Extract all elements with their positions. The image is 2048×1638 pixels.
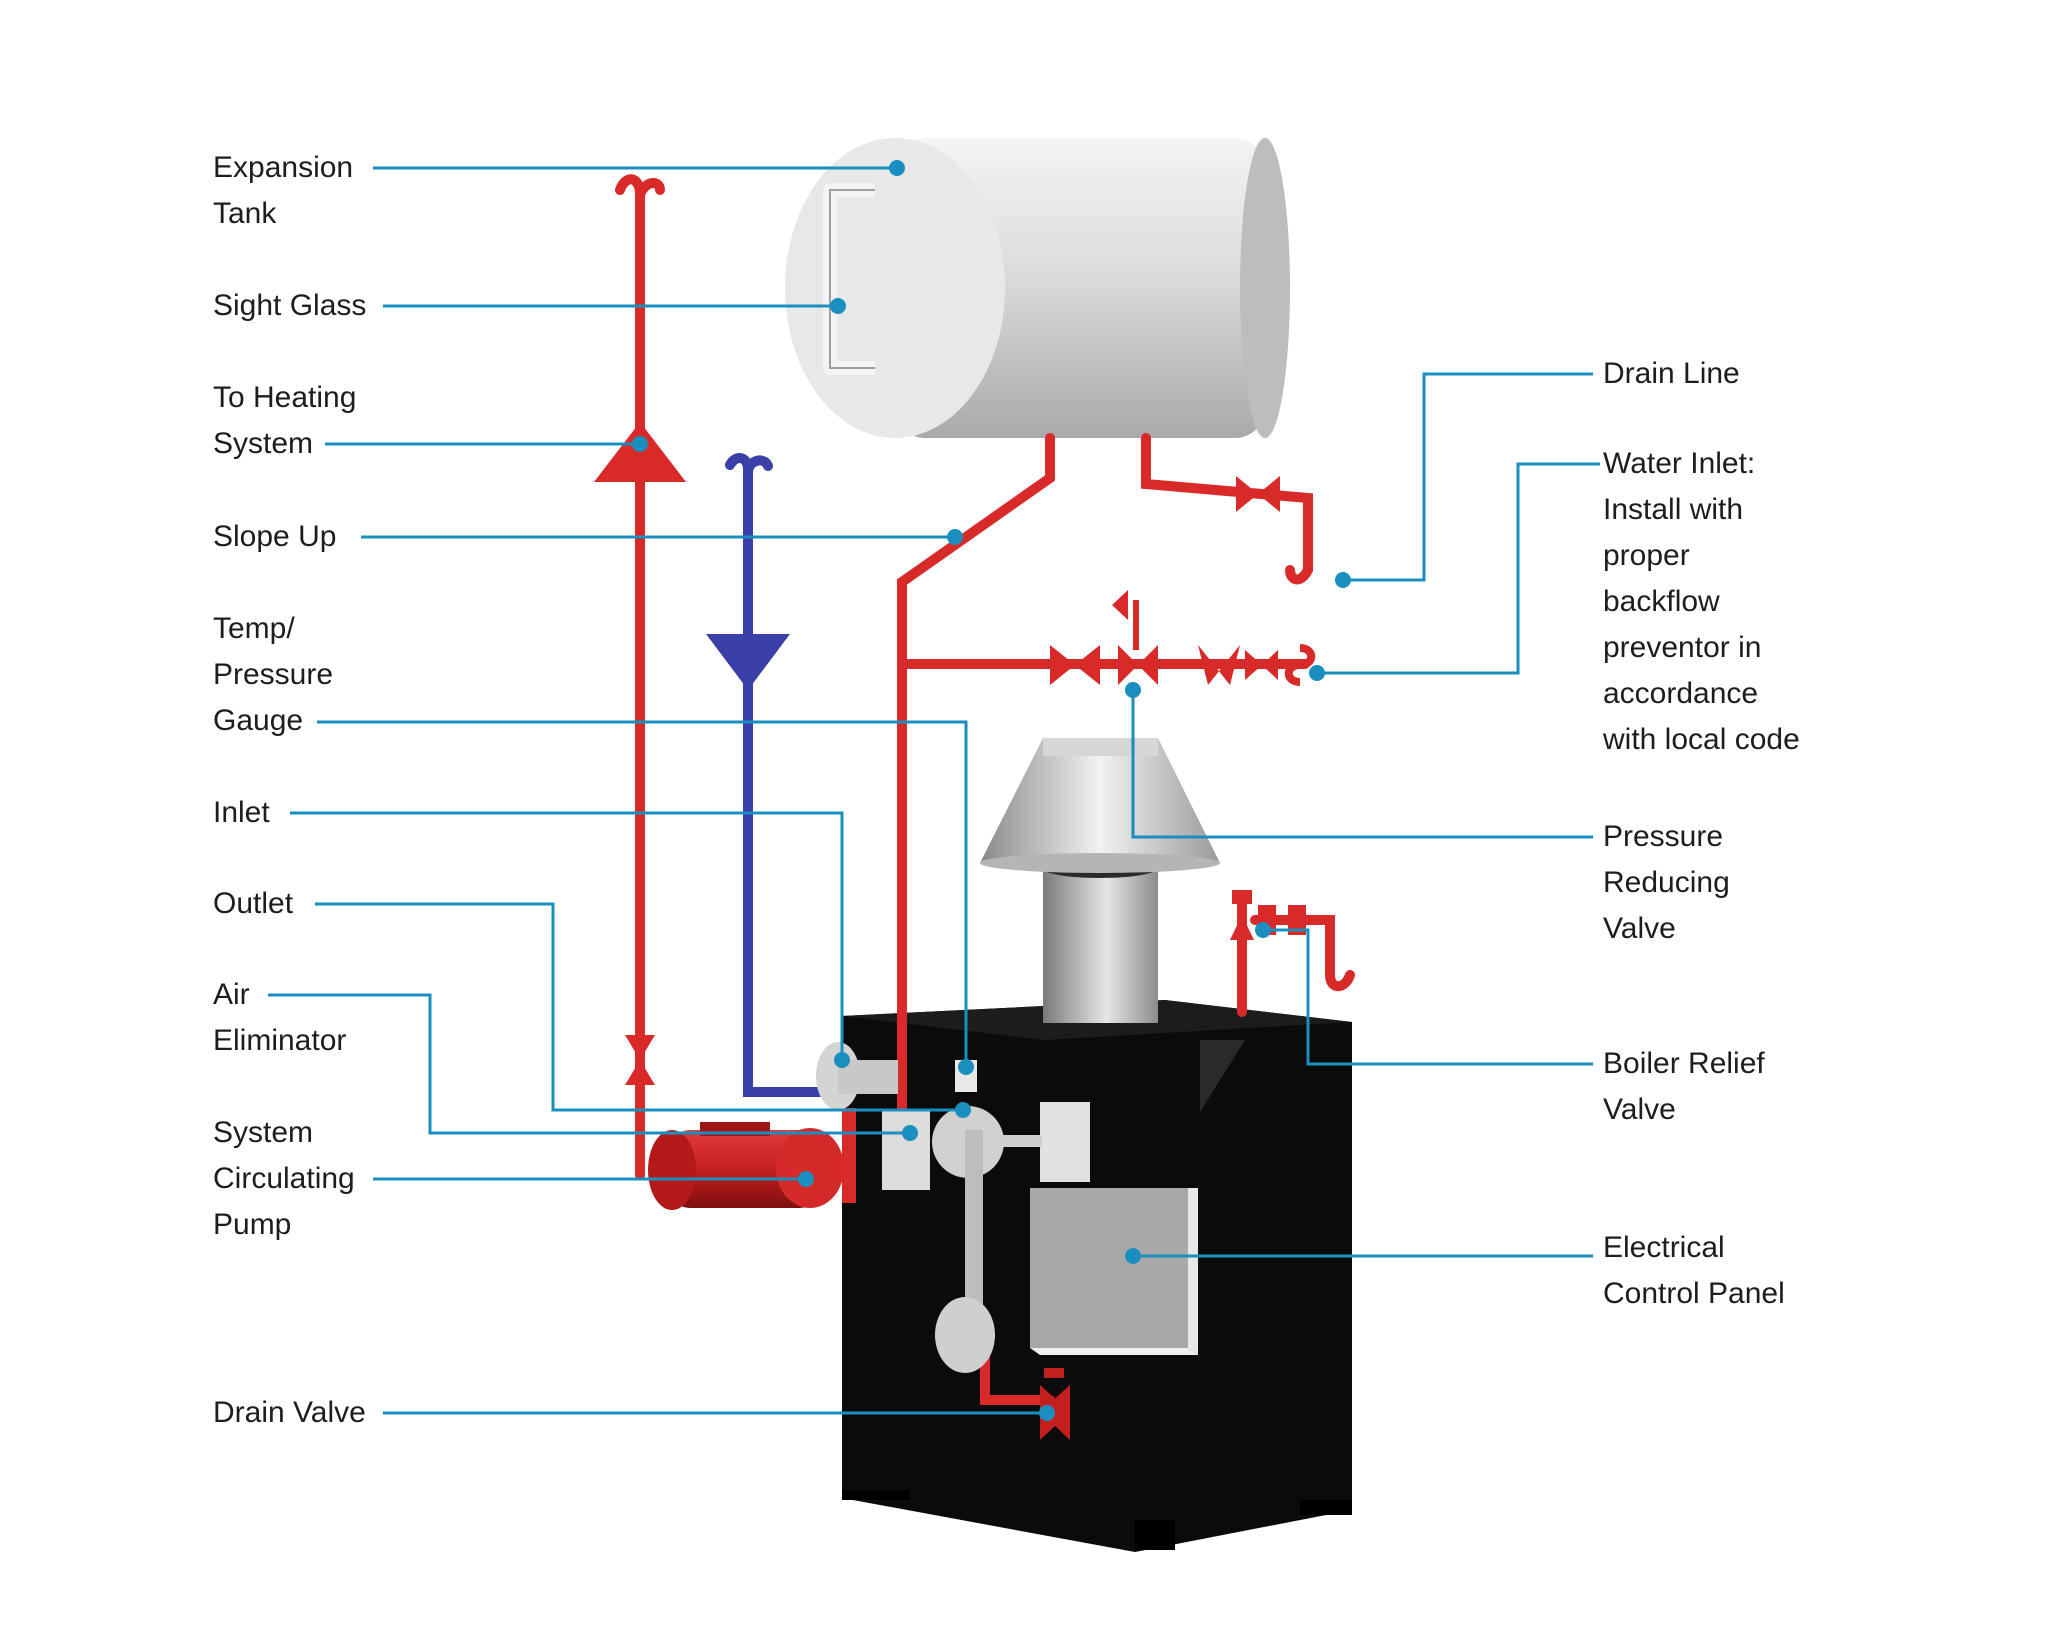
return-piping [725, 453, 845, 1097]
flow-arrow-return [706, 634, 790, 690]
label-outlet: Outlet [213, 887, 294, 920]
label-boiler-relief-valve: Boiler Relief Valve [1603, 1047, 1765, 1126]
riser-valve [625, 1035, 655, 1085]
tank-drain-valve [1236, 476, 1280, 512]
label-pressure-reducing-valve: Pressure Reducing Valve [1603, 820, 1730, 945]
label-water-inlet: Water Inlet: Install with proper backflo… [1603, 447, 1800, 756]
circulating-pump [648, 1108, 856, 1210]
label-drain-line: Drain Line [1603, 357, 1740, 390]
label-temp-pressure-gauge: Temp/ Pressure Gauge [213, 612, 334, 737]
draft-hood [980, 738, 1220, 1023]
leader-lines [268, 166, 1600, 1415]
label-sight-glass: Sight Glass [213, 289, 367, 322]
label-electrical-control-panel: Electrical Control Panel [1603, 1231, 1785, 1310]
boiler-trim [816, 1042, 1198, 1373]
inlet-valve-train [1050, 590, 1316, 686]
label-system-circulating-pump: System Circulating Pump [213, 1116, 355, 1241]
label-air-eliminator: Air Eliminator [213, 978, 347, 1057]
expansion-tank [785, 138, 1290, 438]
drain-valve-body [1040, 1368, 1070, 1440]
leader-dots [632, 160, 1351, 1421]
label-to-heating-system: To Heating System [213, 381, 357, 460]
label-slope-up: Slope Up [213, 520, 337, 553]
hot-water-piping [615, 174, 1355, 1405]
label-expansion-tank: Expansion Tank [213, 151, 354, 230]
label-drain-valve: Drain Valve [213, 1396, 366, 1429]
label-inlet: Inlet [213, 796, 270, 829]
